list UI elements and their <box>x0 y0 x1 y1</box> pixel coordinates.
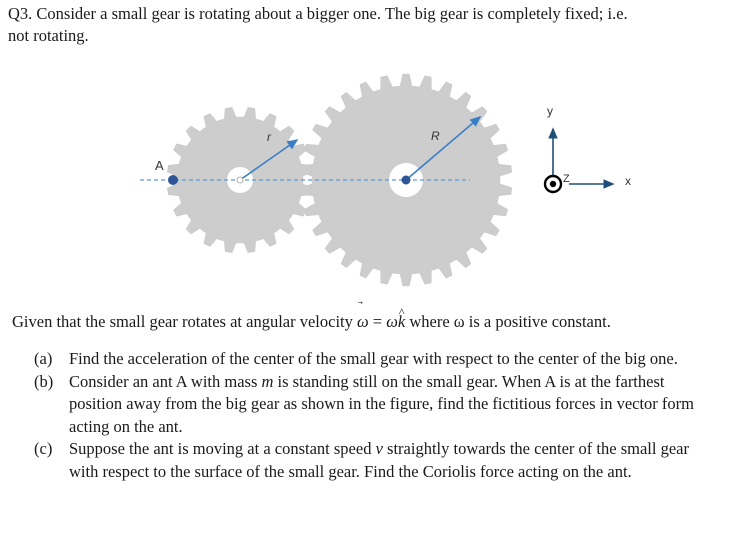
part-c: (c) Suppose the ant is moving at a const… <box>34 438 694 483</box>
part-c-text-start: Suppose the ant is moving at a constant … <box>69 439 376 458</box>
point-a-label: A <box>155 158 164 173</box>
given-statement: Given that the small gear rotates at ang… <box>12 305 722 333</box>
part-b-text-start: Consider an ant A with mass <box>69 371 262 391</box>
x-axis-label: x <box>625 174 631 188</box>
small-radius-label: r <box>267 130 272 144</box>
part-a-label: (a) <box>34 349 53 368</box>
part-c-text-end: straightly towards the center of the sma… <box>69 439 689 481</box>
omega-vector: ⃗ω <box>357 311 369 333</box>
mass-variable: m <box>261 371 274 391</box>
part-a-text: Find the acceleration of the center of t… <box>69 349 678 368</box>
question-line-2: not rotating. <box>8 26 89 45</box>
given-text-start: Given that the small gear rotates at ang… <box>12 312 358 331</box>
question-parts: (a) Find the acceleration of the center … <box>34 348 694 483</box>
question-statement: Q3. Consider a small gear is rotating ab… <box>8 3 720 47</box>
k-symbol: k <box>397 312 406 331</box>
question-line-1: Q3. Consider a small gear is rotating ab… <box>8 4 628 23</box>
small-gear-center <box>236 176 244 184</box>
given-text-end: where ω is a positive constant. <box>405 312 611 331</box>
equals-sign: = <box>368 312 387 331</box>
big-radius-label: R <box>431 129 440 143</box>
speed-variable: v <box>375 439 383 458</box>
part-b-text-end: is standing still on the small gear. Whe… <box>69 371 695 436</box>
part-b-label: (b) <box>34 371 54 391</box>
k-hat: ^k <box>397 305 406 331</box>
gear-figure: r R A y x Z <box>140 73 631 287</box>
big-gear-center <box>401 175 411 185</box>
coordinate-axes: y x Z <box>543 104 631 194</box>
z-axis-dot <box>549 180 557 188</box>
small-radius-arrow <box>239 139 299 181</box>
omega-vector-symbol: ω <box>357 312 369 331</box>
z-axis-label: Z <box>563 173 570 185</box>
part-c-label: (c) <box>34 439 53 458</box>
y-axis-label: y <box>547 104 553 118</box>
part-a: (a) Find the acceleration of the center … <box>34 348 694 371</box>
omega-scalar: ω <box>386 312 398 331</box>
point-a-dot <box>168 175 178 185</box>
big-radius-arrow <box>405 115 482 181</box>
part-b: (b) Consider an ant A with mass m is sta… <box>34 371 694 439</box>
